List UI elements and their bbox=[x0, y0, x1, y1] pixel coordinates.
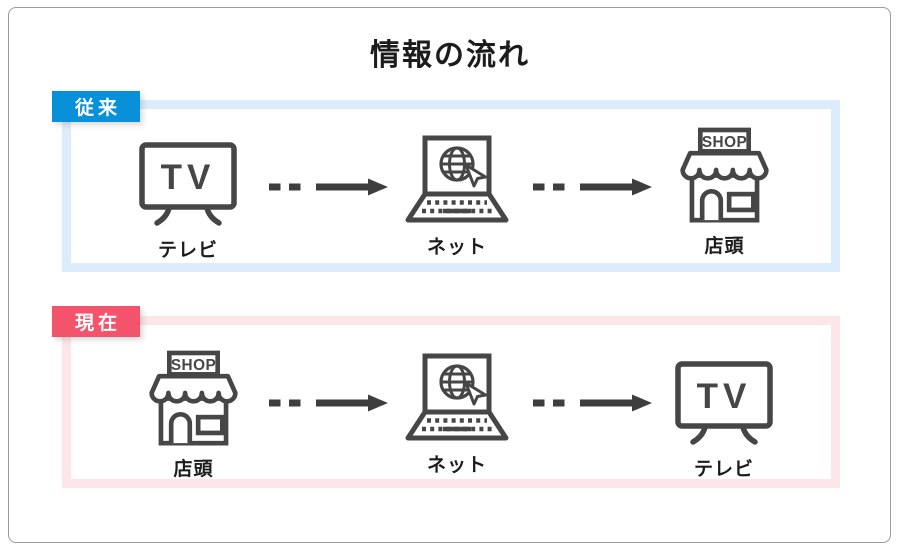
flow-item: ネット bbox=[402, 352, 512, 477]
flow-item: テレビ bbox=[674, 360, 774, 481]
flow-item: ネット bbox=[402, 134, 512, 259]
laptop-globe-icon bbox=[402, 352, 512, 444]
flow-item: 店頭 bbox=[147, 350, 240, 481]
badge-traditional: 従来 bbox=[52, 91, 140, 122]
item-label: 店頭 bbox=[173, 459, 214, 480]
tv-icon bbox=[138, 141, 238, 229]
flow-arrow-icon bbox=[266, 393, 391, 413]
flow-arrow-icon bbox=[530, 393, 655, 413]
flow-item: 店頭 bbox=[678, 127, 771, 258]
item-label: ネット bbox=[426, 455, 487, 476]
page-title: 情報の流れ bbox=[370, 39, 530, 72]
tv-icon bbox=[674, 360, 774, 448]
shop-icon bbox=[147, 350, 240, 448]
badge-current: 現在 bbox=[52, 306, 140, 337]
flow-arrow-icon bbox=[530, 177, 655, 197]
item-label: 店頭 bbox=[704, 236, 745, 257]
item-label: テレビ bbox=[157, 240, 218, 261]
flow-arrow-icon bbox=[266, 177, 391, 197]
flow-item: テレビ bbox=[138, 141, 238, 262]
shop-icon bbox=[678, 127, 771, 225]
item-label: テレビ bbox=[693, 459, 754, 480]
laptop-globe-icon bbox=[402, 134, 512, 226]
item-label: ネット bbox=[426, 237, 487, 258]
